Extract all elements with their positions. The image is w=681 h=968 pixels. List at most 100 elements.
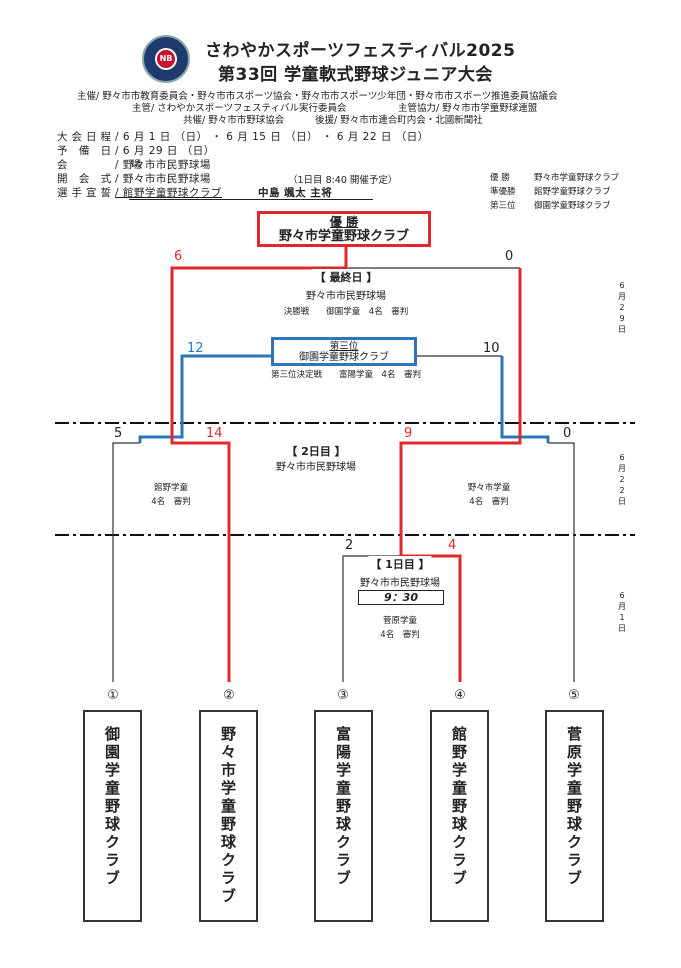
champion-label: 優 勝 xyxy=(329,215,359,229)
reserve-value: / 6 月 29 日 （日） xyxy=(115,145,215,157)
result-team-1: 野々市学童野球クラブ xyxy=(534,173,620,183)
third-place-label: 第三位 xyxy=(329,341,359,352)
schedule-row: 大会日程/ 6 月 1 日 （日） ・ 6 月 15 日 （日） ・ 6 月 2… xyxy=(57,129,429,144)
date-char: 2 xyxy=(619,303,625,312)
line-team1 xyxy=(112,442,140,682)
team-name-3: 富陽学童野球クラブ xyxy=(334,726,352,888)
date-char: 日 xyxy=(618,325,626,334)
date-char: 日 xyxy=(618,624,626,633)
third-place-box: 第三位 御園学童野球クラブ xyxy=(271,337,417,366)
date-char: 6 xyxy=(619,281,625,290)
team-box-5: 菅原学童野球クラブ xyxy=(545,710,604,922)
score-final-left: 6 xyxy=(174,249,183,264)
runner-up-path xyxy=(399,268,522,682)
organizer-cohost: 共催/ 野々市市野球協会 xyxy=(183,115,285,126)
score-r1-left: 2 xyxy=(345,538,354,553)
day2-right-umpire-team: 野々市学童 xyxy=(467,483,511,493)
date-char: 日 xyxy=(618,497,626,506)
day2-right-umpire-count: 4名 審判 xyxy=(469,497,509,507)
schedule-value: / 6 月 1 日 （日） ・ 6 月 15 日 （日） ・ 6 月 22 日 … xyxy=(115,131,429,143)
organizer-management-support: 主管協力/ 野々市市学童野球連盟 xyxy=(398,103,538,114)
final-day-title: 【 最終日 】 xyxy=(311,269,381,285)
third-place-team: 御園学童野球クラブ xyxy=(299,352,389,363)
seed-2: ② xyxy=(223,688,235,703)
day1-date: 6 月 1 日 xyxy=(616,590,628,634)
score-semi2-left: 9 xyxy=(404,426,413,441)
date-char: 6 xyxy=(619,591,625,600)
venue-value: / 野々市市民野球場 xyxy=(115,159,211,171)
date-char: 1 xyxy=(619,613,625,622)
third-place-path-right xyxy=(500,356,550,443)
oath-row: 選手宣誓/ 館野学童野球クラブ xyxy=(57,185,222,200)
final-day-date: 6 月 2 9 日 xyxy=(616,280,628,335)
result-rank-1: 優 勝 xyxy=(490,173,510,183)
day1-title: 【 1日目 】 xyxy=(368,556,432,572)
opening-row: 開 会 式/ 野々市市民野球場 xyxy=(57,171,211,186)
day2-date: 6 月 2 2 日 xyxy=(616,452,628,507)
oath-label: 選手宣誓 xyxy=(57,187,115,199)
opening-note: （1日目 8:40 開催予定） xyxy=(288,175,398,186)
day2-left-umpire-team: 館野学童 xyxy=(153,483,189,493)
winner-path xyxy=(170,246,348,682)
seed-1: ① xyxy=(107,688,119,703)
date-char: 月 xyxy=(618,292,626,301)
organizer-support: 後援/ 野々市市連合町内会・北國新聞社 xyxy=(315,115,483,126)
day1-umpire-team: 菅原学童 xyxy=(382,616,418,626)
final-umpire-note: 決勝戦 御園学童 4名 審判 xyxy=(283,307,409,317)
opening-value: / 野々市市民野球場 xyxy=(115,173,211,185)
seed-5: ⑤ xyxy=(568,688,580,703)
reserve-label: 予 備 日 xyxy=(57,145,116,157)
date-char: 9 xyxy=(619,314,625,323)
venue-row: 会 場/ 野々市市民野球場 xyxy=(57,157,211,172)
score-semi1-right: 14 xyxy=(206,426,223,441)
result-team-3: 御園学童野球クラブ xyxy=(534,201,611,211)
day1-venue: 野々市市民野球場 xyxy=(360,578,440,589)
date-char: 2 xyxy=(619,475,625,484)
team-name-1: 御園学童野球クラブ xyxy=(103,726,121,888)
oath-team: / 館野学童野球クラブ xyxy=(115,187,222,199)
date-char: 月 xyxy=(618,602,626,611)
result-team-2: 館野学童野球クラブ xyxy=(534,187,611,197)
third-umpire-note: 第三位決定戦 富陽学童 4名 審判 xyxy=(271,370,421,380)
oath-player: 中島 颯太 主将 xyxy=(258,187,333,199)
third-place-path-left xyxy=(138,354,272,443)
organizer-management: 主管/ さわやかスポーツフェスティバル実行委員会 xyxy=(132,103,347,114)
team-name-4: 館野学童野球クラブ xyxy=(450,726,468,888)
result-rank-3: 第三位 xyxy=(490,201,516,211)
seed-3: ③ xyxy=(337,688,349,703)
date-char: 2 xyxy=(619,486,625,495)
date-char: 6 xyxy=(619,453,625,462)
line-team5 xyxy=(548,442,575,682)
score-final-right: 0 xyxy=(505,249,514,264)
tournament-title: 第33回 学童軟式野球ジュニア大会 xyxy=(218,65,493,85)
score-r1-right: 4 xyxy=(448,538,457,553)
final-day-venue: 野々市市民野球場 xyxy=(306,291,386,302)
reserve-row: 予 備 日/ 6 月 29 日 （日） xyxy=(57,143,215,158)
logo-mark: NB xyxy=(155,48,177,70)
seed-4: ④ xyxy=(454,688,466,703)
team-name-5: 菅原学童野球クラブ xyxy=(565,726,583,888)
team-box-4: 館野学童野球クラブ xyxy=(430,710,489,922)
team-name-2: 野々市学童野球クラブ xyxy=(219,726,237,906)
date-char: 月 xyxy=(618,464,626,473)
opening-label: 開 会 式 xyxy=(57,173,116,185)
team-box-3: 富陽学童野球クラブ xyxy=(314,710,373,922)
team-box-2: 野々市学童野球クラブ xyxy=(199,710,258,922)
score-third-left: 12 xyxy=(187,341,204,356)
day2-left-umpire-count: 4名 審判 xyxy=(151,497,191,507)
event-title: さわやかスポーツフェスティバル2025 xyxy=(205,41,516,61)
day1-umpire-count: 4名 審判 xyxy=(380,630,420,640)
champion-team: 野々市学童野球クラブ xyxy=(278,229,409,244)
day2-title: 【 2日目 】 xyxy=(286,445,346,458)
result-rank-2: 準優勝 xyxy=(490,187,516,197)
association-logo: NB xyxy=(142,35,190,83)
schedule-label: 大会日程 xyxy=(57,131,115,143)
score-semi2-right: 0 xyxy=(563,426,572,441)
score-semi1-left: 5 xyxy=(114,426,123,441)
score-third-right: 10 xyxy=(483,341,500,356)
day1-start-time: 9：30 xyxy=(358,590,444,605)
oath-underline xyxy=(129,199,373,200)
team-box-1: 御園学童野球クラブ xyxy=(83,710,142,922)
day2-venue: 野々市市民野球場 xyxy=(276,462,356,473)
